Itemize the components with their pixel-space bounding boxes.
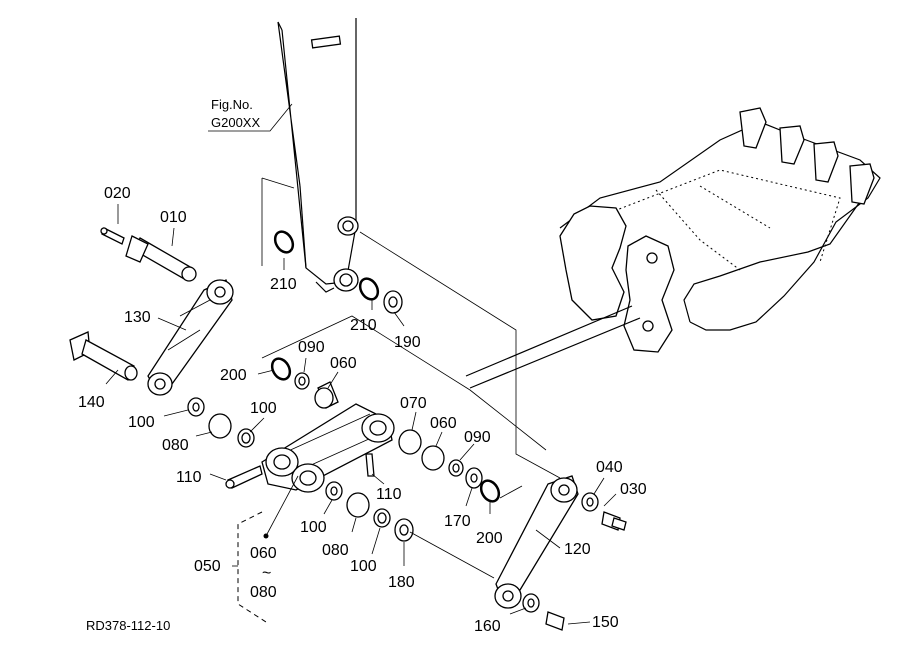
fig-ref-label: Fig.No. <box>211 97 253 112</box>
callout-100-d: 100 <box>350 558 377 575</box>
callout-050: 050 <box>194 558 221 575</box>
callout-060-range-start: 060 <box>250 545 277 562</box>
callout-100-c: 100 <box>300 519 327 536</box>
callout-060-left: 060 <box>330 355 357 372</box>
callout-080-range-end: 080 <box>250 584 277 601</box>
o-ring-210-lower <box>358 277 380 301</box>
fig-ref-leader <box>208 103 293 132</box>
bucket-bracket <box>623 235 675 353</box>
callout-210-upper: 210 <box>270 276 297 293</box>
callout-020: 020 <box>104 185 131 202</box>
callout-210-lower: 210 <box>350 317 377 334</box>
bucket-assembly <box>559 107 881 353</box>
center-link <box>261 403 395 493</box>
callout-030: 030 <box>620 481 647 498</box>
grease-nipple-020 <box>100 227 125 245</box>
pin-140 <box>69 331 138 381</box>
bushing-080-b <box>346 492 370 518</box>
bucket-teeth <box>739 107 875 205</box>
callout-070: 070 <box>400 395 427 412</box>
callout-200-left: 200 <box>220 367 247 384</box>
callout-170: 170 <box>444 513 471 530</box>
callout-100-a: 100 <box>128 414 155 431</box>
arm-assembly <box>277 18 359 293</box>
callout-160: 160 <box>474 618 501 635</box>
o-ring-210-upper <box>273 230 295 254</box>
callout-130: 130 <box>124 309 151 326</box>
bracket-050 <box>237 511 267 623</box>
drawing-code: RD378-112-10 <box>86 618 170 633</box>
callout-090-left: 090 <box>298 339 325 356</box>
callout-190: 190 <box>394 334 421 351</box>
arm-plate <box>310 35 342 49</box>
callout-090-right: 090 <box>464 429 491 446</box>
fig-ref-number: G200XX <box>211 115 260 130</box>
bolt-150 <box>545 611 565 631</box>
callout-180: 180 <box>388 574 415 591</box>
grease-nipple-110-right <box>365 453 375 477</box>
callout-110-right: 110 <box>376 486 402 503</box>
bushing-070 <box>398 429 422 455</box>
callout-080-a: 080 <box>162 437 189 454</box>
callout-110-left: 110 <box>176 469 202 486</box>
range-tilde: ~ <box>262 565 271 582</box>
bushing-060-right <box>421 445 445 471</box>
reference-rod <box>465 305 641 389</box>
o-ring-200-left <box>270 357 292 381</box>
callout-200-right: 200 <box>476 530 503 547</box>
o-ring-200-right <box>479 479 501 503</box>
pin-010 <box>125 235 197 282</box>
callout-010: 010 <box>160 209 187 226</box>
callout-150: 150 <box>592 614 619 631</box>
callout-100-b: 100 <box>250 400 277 417</box>
callout-080-b: 080 <box>322 542 349 559</box>
leader-dot <box>263 533 269 539</box>
bushing-080-a <box>208 413 232 439</box>
callout-120: 120 <box>564 541 591 558</box>
callout-040: 040 <box>596 459 623 476</box>
callout-140: 140 <box>78 394 105 411</box>
callout-060-right: 060 <box>430 415 457 432</box>
